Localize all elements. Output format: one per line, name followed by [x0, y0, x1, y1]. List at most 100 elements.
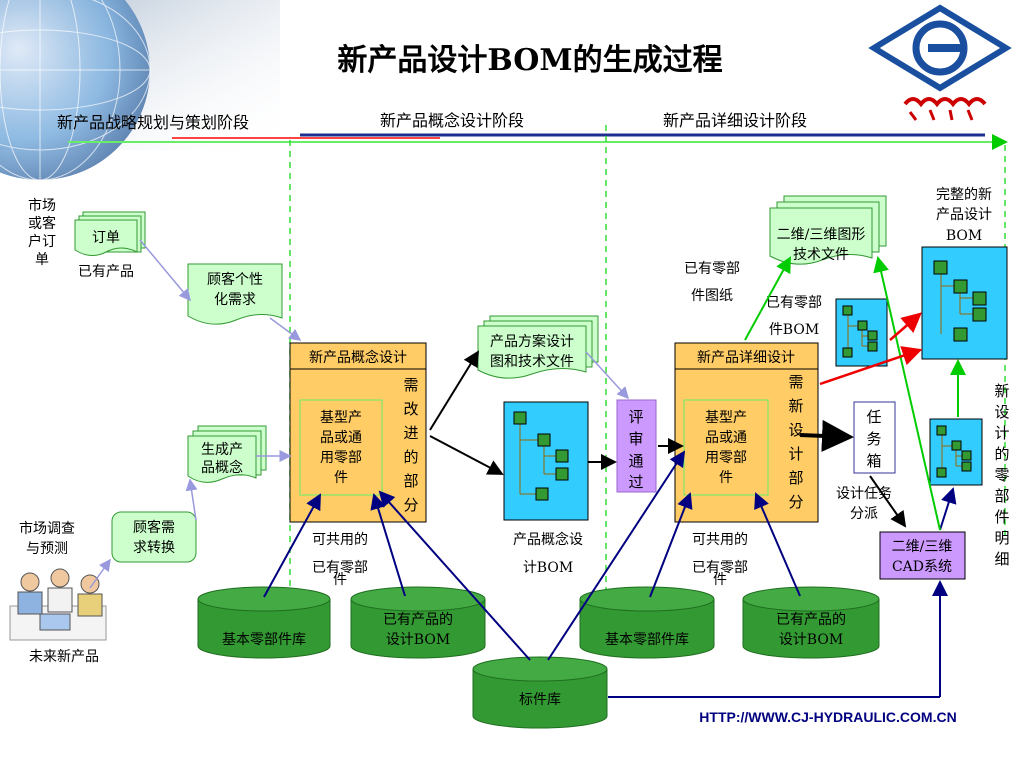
- full-bom-label: 完整的新 产品设计 BOM: [936, 187, 992, 244]
- existing-bom-label: 已有零部 件BOM: [766, 295, 822, 338]
- svg-text:部: 部: [403, 472, 418, 490]
- svg-text:零: 零: [994, 466, 1009, 484]
- concept-shared-label: 可共用的 已有零部 件: [312, 532, 368, 588]
- svg-text:新: 新: [994, 382, 1009, 400]
- svg-text:需: 需: [788, 373, 803, 391]
- svg-text:用零部: 用零部: [320, 450, 362, 466]
- future-product-label: 未来新产品: [29, 649, 99, 665]
- svg-text:已有产品的: 已有产品的: [776, 612, 846, 628]
- svg-text:分: 分: [403, 496, 418, 514]
- stage-concept-label: 新产品概念设计阶段: [380, 111, 524, 130]
- svg-text:求转换: 求转换: [133, 539, 175, 556]
- svg-text:基本零部件库: 基本零部件库: [605, 631, 689, 648]
- svg-text:设计BOM: 设计BOM: [386, 632, 450, 648]
- people-icon: [9, 568, 107, 641]
- db-base-lib-2: 基本零部件库: [579, 586, 715, 659]
- footer-url[interactable]: HTTP://WWW.CJ-HYDRAULIC.COM.CN: [699, 709, 956, 725]
- svg-text:件: 件: [719, 470, 733, 486]
- svg-text:分派: 分派: [850, 506, 878, 522]
- timeline: [68, 133, 1008, 150]
- task-assign-label: 设计任务 分派: [836, 486, 892, 522]
- svg-text:通: 通: [628, 452, 643, 470]
- svg-text:进: 进: [403, 424, 418, 442]
- svg-text:计: 计: [788, 445, 803, 463]
- market-label: 市场 或客 户订 单: [28, 197, 56, 268]
- svg-text:市场: 市场: [28, 197, 56, 214]
- company-logo-icon: [868, 4, 1012, 121]
- svg-text:细: 细: [994, 550, 1009, 568]
- svg-text:已有零部: 已有零部: [312, 560, 368, 576]
- new-parts-label: 新 设 计 的 零 部 件 明 细: [994, 382, 1009, 568]
- svg-text:过: 过: [628, 473, 643, 491]
- db-standard-lib: 标件库: [472, 656, 608, 729]
- svg-text:生成产: 生成产: [201, 442, 243, 458]
- svg-text:审: 审: [628, 430, 643, 448]
- svg-text:的: 的: [994, 445, 1009, 463]
- svg-text:顾客需: 顾客需: [133, 519, 175, 536]
- svg-text:可共用的: 可共用的: [312, 532, 368, 548]
- svg-text:新产品详细设计: 新产品详细设计: [697, 350, 795, 366]
- stage-strategy-label: 新产品战略规划与策划阶段: [57, 113, 249, 132]
- concept-bom-box: [503, 401, 589, 521]
- detail-design-box: 新产品详细设计 基型产 品或通 用零部 件 需 新 设 计 部 分: [674, 342, 819, 523]
- svg-text:已有零部: 已有零部: [692, 560, 748, 576]
- full-bom-box: [921, 246, 1008, 360]
- need-transform-box: 顾客需 求转换: [111, 511, 197, 563]
- existing-product-label: 已有产品: [78, 264, 134, 280]
- svg-text:件BOM: 件BOM: [769, 322, 819, 338]
- svg-text:改: 改: [403, 400, 418, 418]
- order-doc: 订单: [74, 211, 146, 256]
- stage-separators: [289, 125, 1006, 600]
- concept-bom-label: 产品概念设 计BOM: [513, 531, 583, 576]
- svg-text:化需求: 化需求: [214, 292, 256, 308]
- svg-text:件: 件: [333, 572, 347, 588]
- svg-text:基本零部件库: 基本零部件库: [222, 631, 306, 648]
- globe-icon: [0, 0, 280, 181]
- existing-drawings-label: 已有零部 件图纸: [684, 261, 740, 304]
- svg-text:务: 务: [866, 430, 881, 448]
- db-existing-bom-1: 已有产品的 设计BOM: [350, 586, 486, 659]
- svg-text:品概念: 品概念: [201, 459, 243, 476]
- svg-text:需: 需: [403, 376, 418, 394]
- svg-text:新: 新: [788, 397, 803, 415]
- svg-text:部: 部: [788, 469, 803, 487]
- svg-text:品或通: 品或通: [320, 430, 362, 446]
- concept-design-box: 新产品概念设计 基型产 品或通 用零部 件 需 改 进 的 部 分: [289, 342, 427, 523]
- svg-text:单: 单: [35, 252, 49, 268]
- svg-text:设计任务: 设计任务: [836, 486, 892, 502]
- svg-text:件: 件: [334, 470, 348, 486]
- new-parts-bom-box: [929, 418, 983, 486]
- svg-text:CAD系统: CAD系统: [892, 559, 952, 575]
- svg-text:与预测: 与预测: [26, 541, 68, 557]
- gen-concept-doc: 生成产 品概念: [187, 425, 267, 483]
- svg-text:的: 的: [403, 448, 418, 466]
- svg-text:市场调查: 市场调查: [19, 520, 75, 537]
- svg-text:分: 分: [788, 493, 803, 511]
- svg-text:明: 明: [994, 529, 1009, 547]
- detail-shared-label: 可共用的 已有零部 件: [692, 532, 748, 588]
- svg-text:设计BOM: 设计BOM: [779, 632, 843, 648]
- svg-text:设: 设: [994, 403, 1009, 421]
- stage-detail-label: 新产品详细设计阶段: [663, 111, 807, 130]
- svg-text:用零部: 用零部: [705, 450, 747, 466]
- svg-text:二维/三维: 二维/三维: [892, 539, 953, 555]
- svg-text:产品设计: 产品设计: [936, 207, 992, 223]
- svg-text:基型产: 基型产: [705, 409, 747, 426]
- svg-text:产品概念设: 产品概念设: [513, 531, 583, 548]
- db-existing-bom-2: 已有产品的 设计BOM: [742, 586, 880, 659]
- svg-text:已有产品的: 已有产品的: [383, 612, 453, 628]
- svg-text:计: 计: [994, 424, 1009, 442]
- svg-text:评: 评: [628, 408, 643, 426]
- svg-text:新产品概念设计: 新产品概念设计: [309, 349, 407, 366]
- svg-text:件: 件: [713, 572, 727, 588]
- svg-text:可共用的: 可共用的: [692, 532, 748, 548]
- customer-need-doc: 顾客个性 化需求: [187, 263, 283, 325]
- svg-text:已有零部: 已有零部: [684, 261, 740, 277]
- svg-text:件: 件: [994, 508, 1009, 526]
- market-research-label: 市场调查 与预测: [19, 520, 75, 557]
- svg-text:完整的新: 完整的新: [936, 187, 992, 203]
- svg-text:产品方案设计: 产品方案设计: [490, 333, 574, 350]
- plan-docs-doc: 产品方案设计 图和技术文件: [477, 315, 599, 379]
